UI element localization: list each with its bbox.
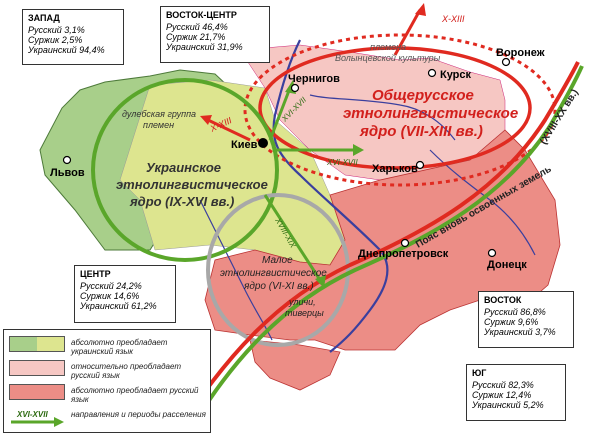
arrow-x-xiii-top-head — [415, 3, 426, 16]
donetsk-marker — [487, 248, 497, 258]
region-box-south: ЮГ Русский 82,3% Суржик 12,4% Украинский… — [466, 364, 566, 421]
lvov-marker — [62, 155, 72, 165]
russian-core-label-line3: ядро (VII-XIII вв.) — [359, 123, 483, 140]
ukr-core-label-line2: этнолингвистическое — [116, 177, 268, 192]
chernigov-marker — [290, 83, 300, 93]
region-center-line: Русский 24,2% — [80, 281, 142, 291]
arrow-x-xiii-top — [393, 9, 422, 56]
new-lands-belt-red — [183, 61, 580, 422]
region-east-center-title: ВОСТОК-ЦЕНТР — [166, 10, 237, 20]
legend-arrow-text: XVI-XVII — [16, 410, 48, 419]
seversky-donets-river — [429, 149, 536, 256]
malo-core-label-line3: ядро (VI-XI вв.) — [243, 281, 314, 292]
region-west-line: Русский 3,1% — [28, 25, 85, 35]
arrow-xvi-xvii-east-head — [353, 144, 364, 156]
ulichi-label-line1: уличи, — [288, 297, 316, 307]
kharkov-marker — [415, 160, 425, 170]
region-box-east-center: ВОСТОК-ЦЕНТР Русский 46,4% Суржик 21,7% … — [160, 6, 270, 63]
region-center-line: Суржик 14,6% — [80, 291, 140, 301]
region-west-line: Суржик 2,5% — [28, 35, 83, 45]
chernigov-label: Чернигов — [288, 73, 340, 85]
legend-label: относительно преобладает русский язык — [71, 362, 181, 380]
dulebs-label-line1: дулебская группа — [122, 109, 196, 119]
arrow-xviii-xix — [263, 194, 322, 281]
region-east-center-line: Суржик 21,7% — [166, 32, 226, 42]
ulichi-label-line2: тиверцы — [285, 308, 324, 318]
region-south-line: Русский 82,3% — [472, 380, 534, 390]
region-center-title: ЦЕНТР — [80, 269, 111, 279]
legend-label: абсолютно преобладает русский язык — [71, 386, 199, 404]
ukr-core-label-line3: ядро (IX-XVI вв.) — [129, 194, 234, 209]
legend-item-ukrainian: абсолютно преобладает украинский язык — [9, 336, 207, 356]
region-east-line: Русский 86,8% — [484, 307, 546, 317]
malo-core-label-line2: этнолингвистическое — [220, 268, 327, 279]
arrow-x-xiii-west-head — [200, 115, 212, 125]
malo-core-circle — [206, 193, 350, 347]
legend-item-russian-absolute: абсолютно преобладает русский язык — [9, 384, 207, 404]
region-east-center-line: Русский 46,4% — [166, 22, 228, 32]
dnieper-river — [272, 39, 389, 353]
volyntsevskaya-label-line2: Волынцевской культуры — [335, 53, 441, 63]
region-east-center-line: Украинский 31,9% — [166, 42, 243, 52]
region-west-title: ЗАПАД — [28, 13, 60, 23]
crimea-area — [249, 339, 341, 391]
dnepropetrovsk-label: Днепропетровск — [358, 248, 449, 260]
region-west-line: Украинский 94,4% — [28, 45, 105, 55]
region-box-center: ЦЕНТР Русский 24,2% Суржик 14,6% Украинс… — [74, 265, 176, 323]
lvov-label: Львов — [50, 167, 85, 179]
kiev-label: Киев — [231, 139, 258, 151]
region-center-line: Украинский 61,2% — [80, 301, 157, 311]
legend-swatch-ukrainian — [9, 336, 65, 352]
arrow-x-xiii-top-label: X-XIII — [441, 14, 465, 24]
dulebs-label-line2: племен — [143, 120, 174, 130]
russian-core-label-line1: Общерусское — [372, 87, 474, 104]
kursk-marker — [427, 68, 437, 78]
voronezh-marker — [501, 57, 511, 67]
donetsk-label: Донецк — [487, 259, 527, 271]
arrow-xvi-xvii-north — [268, 87, 292, 141]
region-east-line: Украинский 3,7% — [484, 327, 556, 337]
malo-core-label-line1: Малое — [262, 255, 293, 266]
ukr-core-label-line1: Украинское — [146, 160, 221, 175]
region-south-line: Украинский 5,2% — [472, 400, 544, 410]
volyntsevskaya-label-line1: племена — [370, 42, 406, 52]
legend-item-arrows: XVI-XVII направления и периоды расселени… — [9, 408, 207, 428]
legend-label: абсолютно преобладает украинский язык — [71, 338, 168, 356]
kursk-label: Курск — [440, 69, 472, 81]
dnepropetrovsk-marker — [400, 238, 410, 248]
legend-swatch-russian-relative — [9, 360, 65, 376]
arrow-xvi-xvii-east-label: XVI-XVII — [326, 158, 358, 167]
region-box-west: ЗАПАД Русский 3,1% Суржик 2,5% Украински… — [22, 9, 124, 65]
desna-river — [309, 94, 456, 141]
legend-swatch-russian-absolute — [9, 384, 65, 400]
ukrainian-core-circle — [91, 78, 279, 262]
russian-core-ellipse — [258, 46, 532, 170]
region-box-east: ВОСТОК Русский 86,8% Суржик 9,6% Украинс… — [478, 291, 574, 348]
region-south-title: ЮГ — [472, 368, 487, 378]
russian-core-label-line2: этнолингвистическое — [343, 105, 518, 122]
arrow-xviii-xix-head — [315, 275, 326, 288]
map-legend: абсолютно преобладает украинский язык от… — [3, 329, 211, 433]
new-lands-belt-green — [193, 65, 584, 424]
kharkov-label: Харьков — [372, 163, 418, 175]
region-south-line: Суржик 12,4% — [472, 390, 532, 400]
legend-label: направления и периоды расселения — [71, 410, 206, 419]
legend-item-russian-relative: относительно преобладает русский язык — [9, 360, 207, 380]
voronezh-label: Воронеж — [496, 47, 545, 59]
russian-core-outer-dashed — [243, 33, 557, 187]
arrow-x-xiii-west — [207, 118, 251, 142]
region-east-title: ВОСТОК — [484, 295, 522, 305]
legend-arrow-icon: XVI-XVII — [11, 410, 64, 427]
kiev-marker — [258, 138, 268, 148]
region-east-line: Суржик 9,6% — [484, 317, 539, 327]
